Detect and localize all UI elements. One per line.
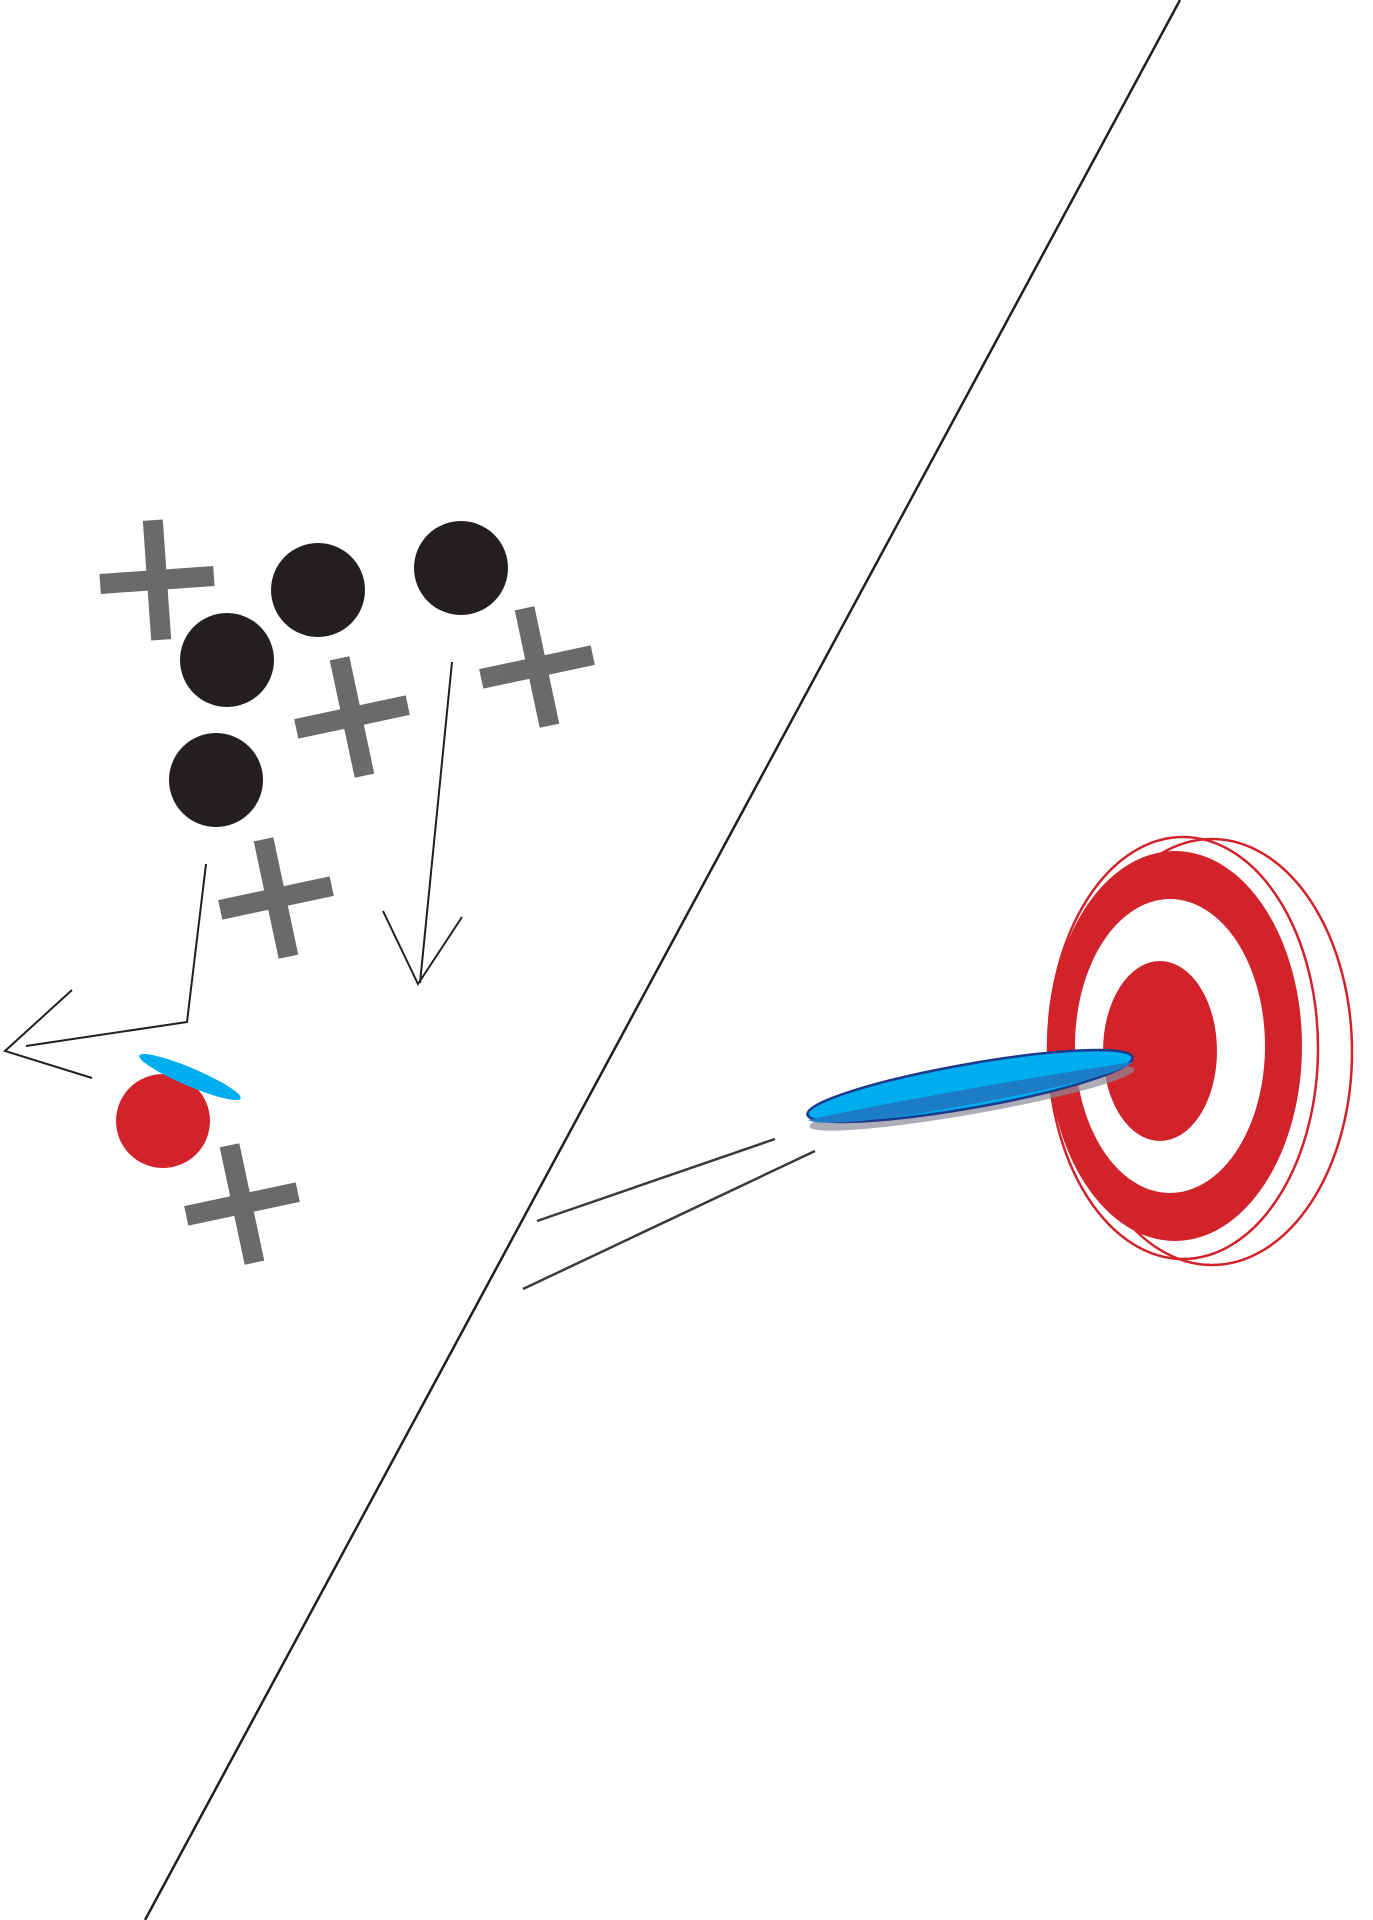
target-icon <box>1048 851 1302 1241</box>
dot-icon <box>271 543 365 637</box>
dot-icon <box>169 733 263 827</box>
dot-icon <box>414 521 508 615</box>
dot-icon <box>180 613 274 707</box>
